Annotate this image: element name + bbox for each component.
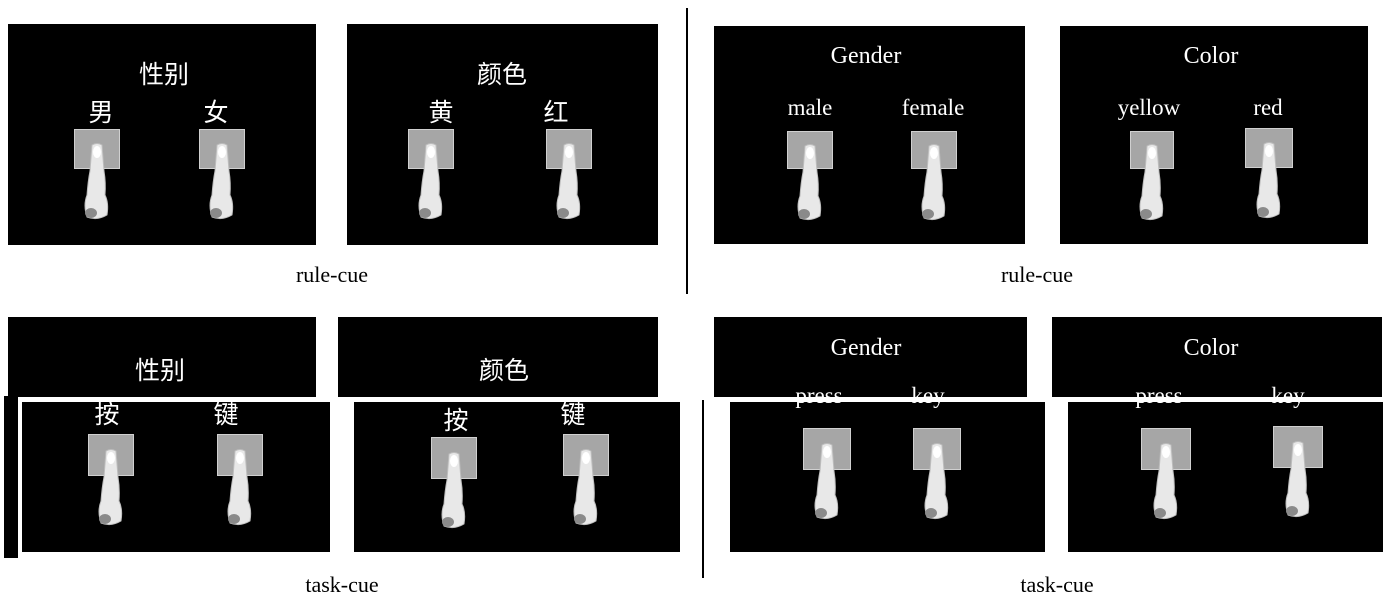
right-task-color-label-left: press [1135,383,1183,408]
left-task-color-label-right: 键 [560,400,586,429]
right-task-caption: task-cue [1020,572,1094,597]
left-task-gender-label-left: 按 [94,400,120,429]
finger-icon [98,448,123,525]
finger-icon [924,442,949,519]
finger-icon [556,143,581,220]
finger-icon [1285,440,1310,517]
right-task-gender-label-left: press [795,383,843,408]
left-rule-gender-label-left: 男 [88,98,114,127]
left-rule-panel-gender [8,24,316,245]
right-task-gender-label-right: key [911,383,945,408]
left-rule-panel-color [347,24,658,245]
right-task-panel-gender-front [730,402,1045,552]
right-rule-panel-gender [714,26,1025,244]
left-task-panel-color-front [354,402,680,552]
finger-icon [209,143,234,220]
right-rule-gender-label-left: male [787,95,833,120]
finger-icon [921,144,946,221]
right-rule-panel-color [1060,26,1368,244]
finger-icon [1256,142,1281,219]
finger-icon [1139,144,1164,221]
divider-bottom [702,400,704,578]
left-task-panel-color-back [338,317,658,397]
left-edge-bar [4,396,18,558]
right-rule-gender-title: Gender [830,43,902,69]
left-task-color-title: 颜色 [478,356,530,385]
right-rule-caption: rule-cue [1000,262,1074,287]
finger-icon [814,442,839,519]
left-task-gender-title: 性别 [134,356,186,385]
finger-icon [573,448,598,525]
left-task-caption: task-cue [305,572,379,597]
left-task-color-label-left: 按 [443,406,469,435]
divider-top [686,8,688,294]
right-task-color-label-right: key [1271,383,1305,408]
finger-icon [227,448,252,525]
finger-icon [1153,442,1178,519]
finger-icon [441,451,466,528]
left-rule-color-title: 颜色 [476,60,528,89]
left-rule-caption: rule-cue [295,262,369,287]
left-task-panel-gender-back [8,317,316,397]
left-rule-gender-label-right: 女 [203,98,229,127]
right-rule-color-label-left: yellow [1117,95,1181,120]
left-rule-gender-title: 性别 [138,60,190,89]
right-task-panel-color-back [1052,317,1382,397]
left-rule-color-label-right: 红 [543,98,569,127]
right-rule-color-title: Color [1183,43,1239,69]
right-rule-gender-label-right: female [901,95,965,120]
right-task-panel-gender-back [714,317,1027,397]
right-task-color-title: Color [1183,335,1239,361]
left-task-gender-label-right: 键 [213,400,239,429]
right-task-panel-color-front [1068,402,1383,552]
right-rule-color-label-right: red [1253,95,1283,120]
finger-icon [84,143,109,220]
left-task-panel-gender-front [22,402,330,552]
left-rule-color-label-left: 黄 [428,98,454,127]
finger-icon [418,143,443,220]
finger-icon [797,144,822,221]
right-task-gender-title: Gender [830,335,902,361]
